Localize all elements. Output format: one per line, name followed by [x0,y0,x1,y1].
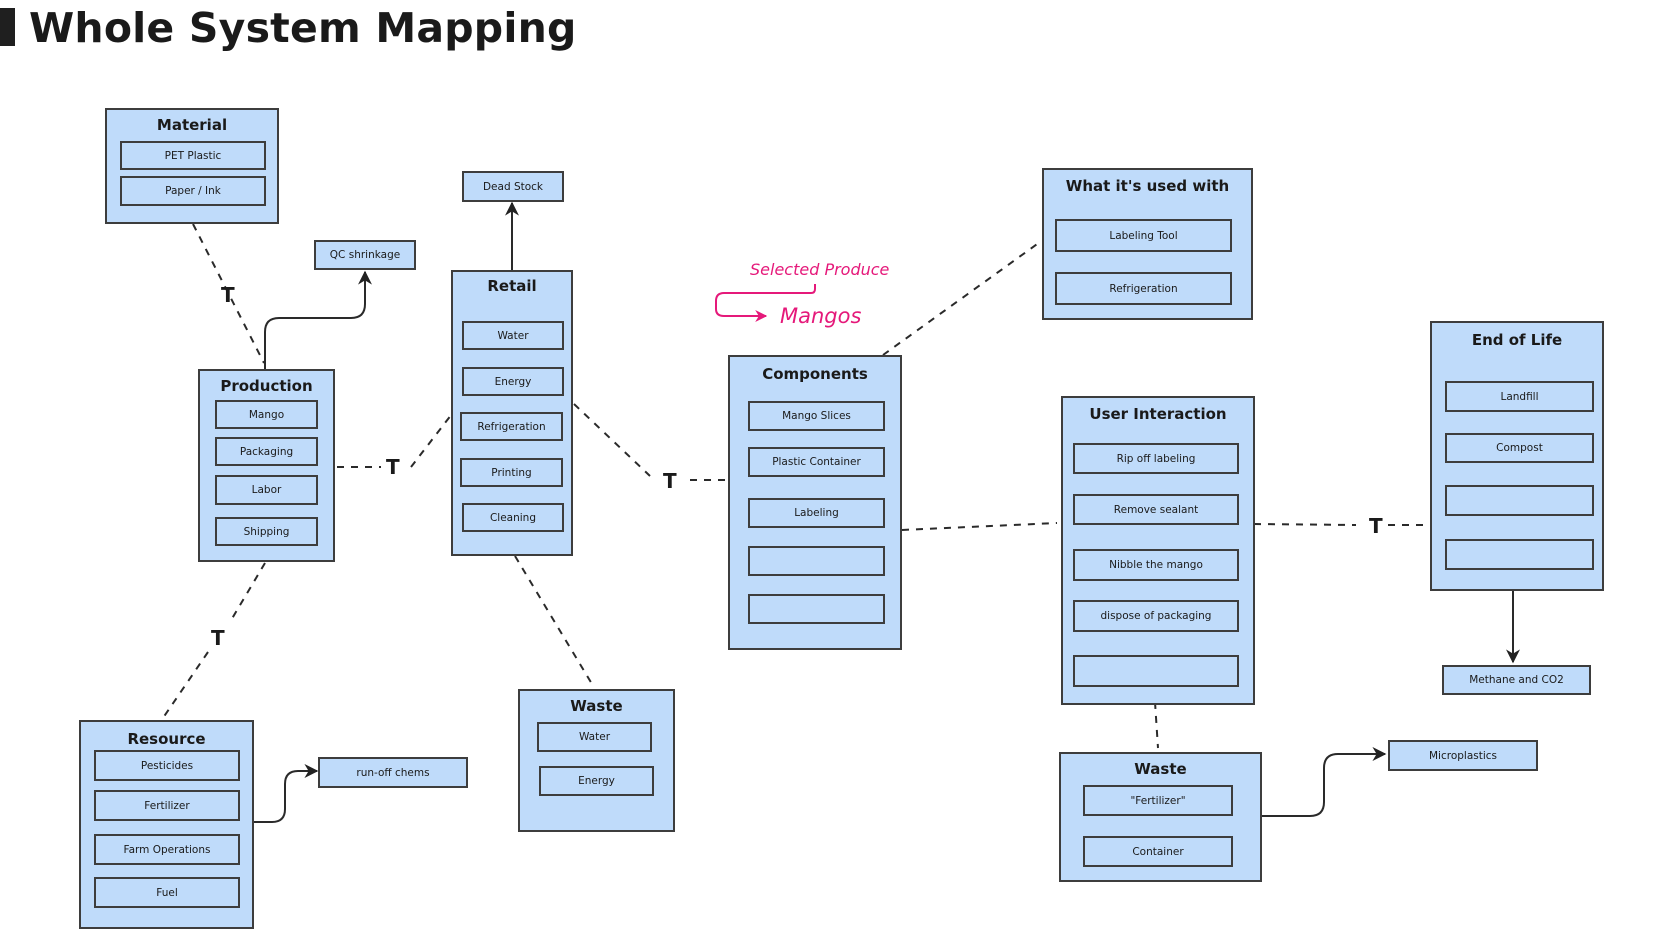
group-title: Components [762,365,868,383]
list-item[interactable]: Labeling Tool [1055,219,1232,252]
list-item[interactable]: Mango [215,400,318,429]
dashed-link-user-endoflife [1253,523,1357,526]
selected-produce-value: Mangos [780,304,862,328]
tee-label-resource: T [211,626,225,650]
list-item[interactable] [1445,485,1594,516]
list-item[interactable]: Plastic Container [748,447,885,477]
group-end-of-life[interactable]: End of Life Landfill Compost [1430,321,1604,591]
list-item[interactable] [1445,539,1594,570]
group-material[interactable]: Material PET Plastic Paper / Ink [105,108,279,224]
group-title: Production [220,377,313,395]
dashed-link-retail-components [573,403,651,477]
dashed-link-material-production [192,223,265,364]
list-item[interactable]: Cleaning [462,503,564,532]
tee-label-components: T [663,469,677,493]
list-item[interactable]: Pesticides [94,750,240,781]
group-user-interaction[interactable]: User Interaction Rip off labeling Remove… [1061,396,1255,705]
list-item[interactable]: Labeling [748,498,885,528]
group-components[interactable]: Components Mango Slices Plastic Containe… [728,355,902,650]
dashed-link-components-usedwith [882,241,1041,356]
output-qc-shrinkage[interactable]: QC shrinkage [314,240,416,270]
list-item[interactable]: Fertilizer [94,790,240,821]
list-item[interactable]: Packaging [215,437,318,466]
list-item[interactable]: Farm Operations [94,834,240,865]
dashed-link-user-waste [1154,701,1159,749]
group-title: Material [156,116,228,134]
group-title: End of Life [1471,331,1563,349]
list-item[interactable]: Water [462,321,564,350]
group-title: Retail [487,277,537,295]
list-item[interactable]: Mango Slices [748,401,885,431]
list-item[interactable]: Rip off labeling [1073,443,1239,474]
page-title: Whole System Mapping [29,4,577,52]
dashed-link-production-resource [229,562,266,623]
arrow-resource-runoff [252,764,319,823]
group-production[interactable]: Production Mango Packaging Labor Shippin… [198,369,335,562]
list-item[interactable]: dispose of packaging [1073,600,1239,632]
list-item[interactable]: Remove sealant [1073,494,1239,525]
group-title: Waste [570,697,623,715]
selected-produce-label: Selected Produce [750,260,890,279]
list-item[interactable]: Shipping [215,517,318,546]
list-item[interactable]: "Fertilizer" [1083,785,1233,816]
group-resource[interactable]: Resource Pesticides Fertilizer Farm Oper… [79,720,254,929]
tee-label-production-retail: T [386,455,400,479]
group-used-with[interactable]: What it's used with Labeling Tool Refrig… [1042,168,1253,320]
list-item[interactable]: Energy [539,766,654,796]
group-retail-waste[interactable]: Waste Water Energy [518,689,675,832]
group-retail[interactable]: Retail Water Energy Refrigeration Printi… [451,270,573,556]
title-accent-bar [0,8,15,46]
tee-label-material: T [221,283,235,307]
list-item[interactable]: Landfill [1445,381,1594,412]
group-title: What it's used with [1065,177,1230,195]
group-title: User Interaction [1089,405,1227,423]
list-item[interactable]: Nibble the mango [1073,549,1239,581]
list-item[interactable]: Compost [1445,433,1594,463]
list-item[interactable]: Container [1083,836,1233,867]
dashed-link-components-user [901,522,1058,531]
arrow-waste-microplastics [1260,747,1387,817]
list-item[interactable]: Water [537,722,652,752]
list-item[interactable]: Refrigeration [460,412,563,441]
list-item[interactable]: PET Plastic [120,141,266,170]
list-item[interactable] [748,594,885,624]
output-microplastics[interactable]: Microplastics [1388,740,1538,771]
dashed-link-production-retail-b [410,409,456,468]
arrow-production-qc [264,270,372,370]
list-item[interactable]: Fuel [94,877,240,908]
output-methane-co2[interactable]: Methane and CO2 [1442,665,1591,695]
dashed-link-retail-waste [514,555,593,685]
list-item[interactable]: Energy [462,367,564,396]
tee-label-endoflife: T [1369,514,1383,538]
list-item[interactable]: Refrigeration [1055,272,1232,305]
arrow-selected-produce [715,284,816,322]
group-user-waste[interactable]: Waste "Fertilizer" Container [1059,752,1262,882]
list-item[interactable] [1073,655,1239,687]
dashed-link-production-resource-b [162,651,209,719]
list-item[interactable]: Labor [215,475,318,505]
group-title: Resource [127,730,206,748]
group-title: Waste [1134,760,1187,778]
list-item[interactable] [748,546,885,576]
list-item[interactable]: Printing [460,458,563,487]
list-item[interactable]: Paper / Ink [120,176,266,206]
output-run-off-chems[interactable]: run-off chems [318,757,468,788]
output-dead-stock[interactable]: Dead Stock [462,171,564,202]
